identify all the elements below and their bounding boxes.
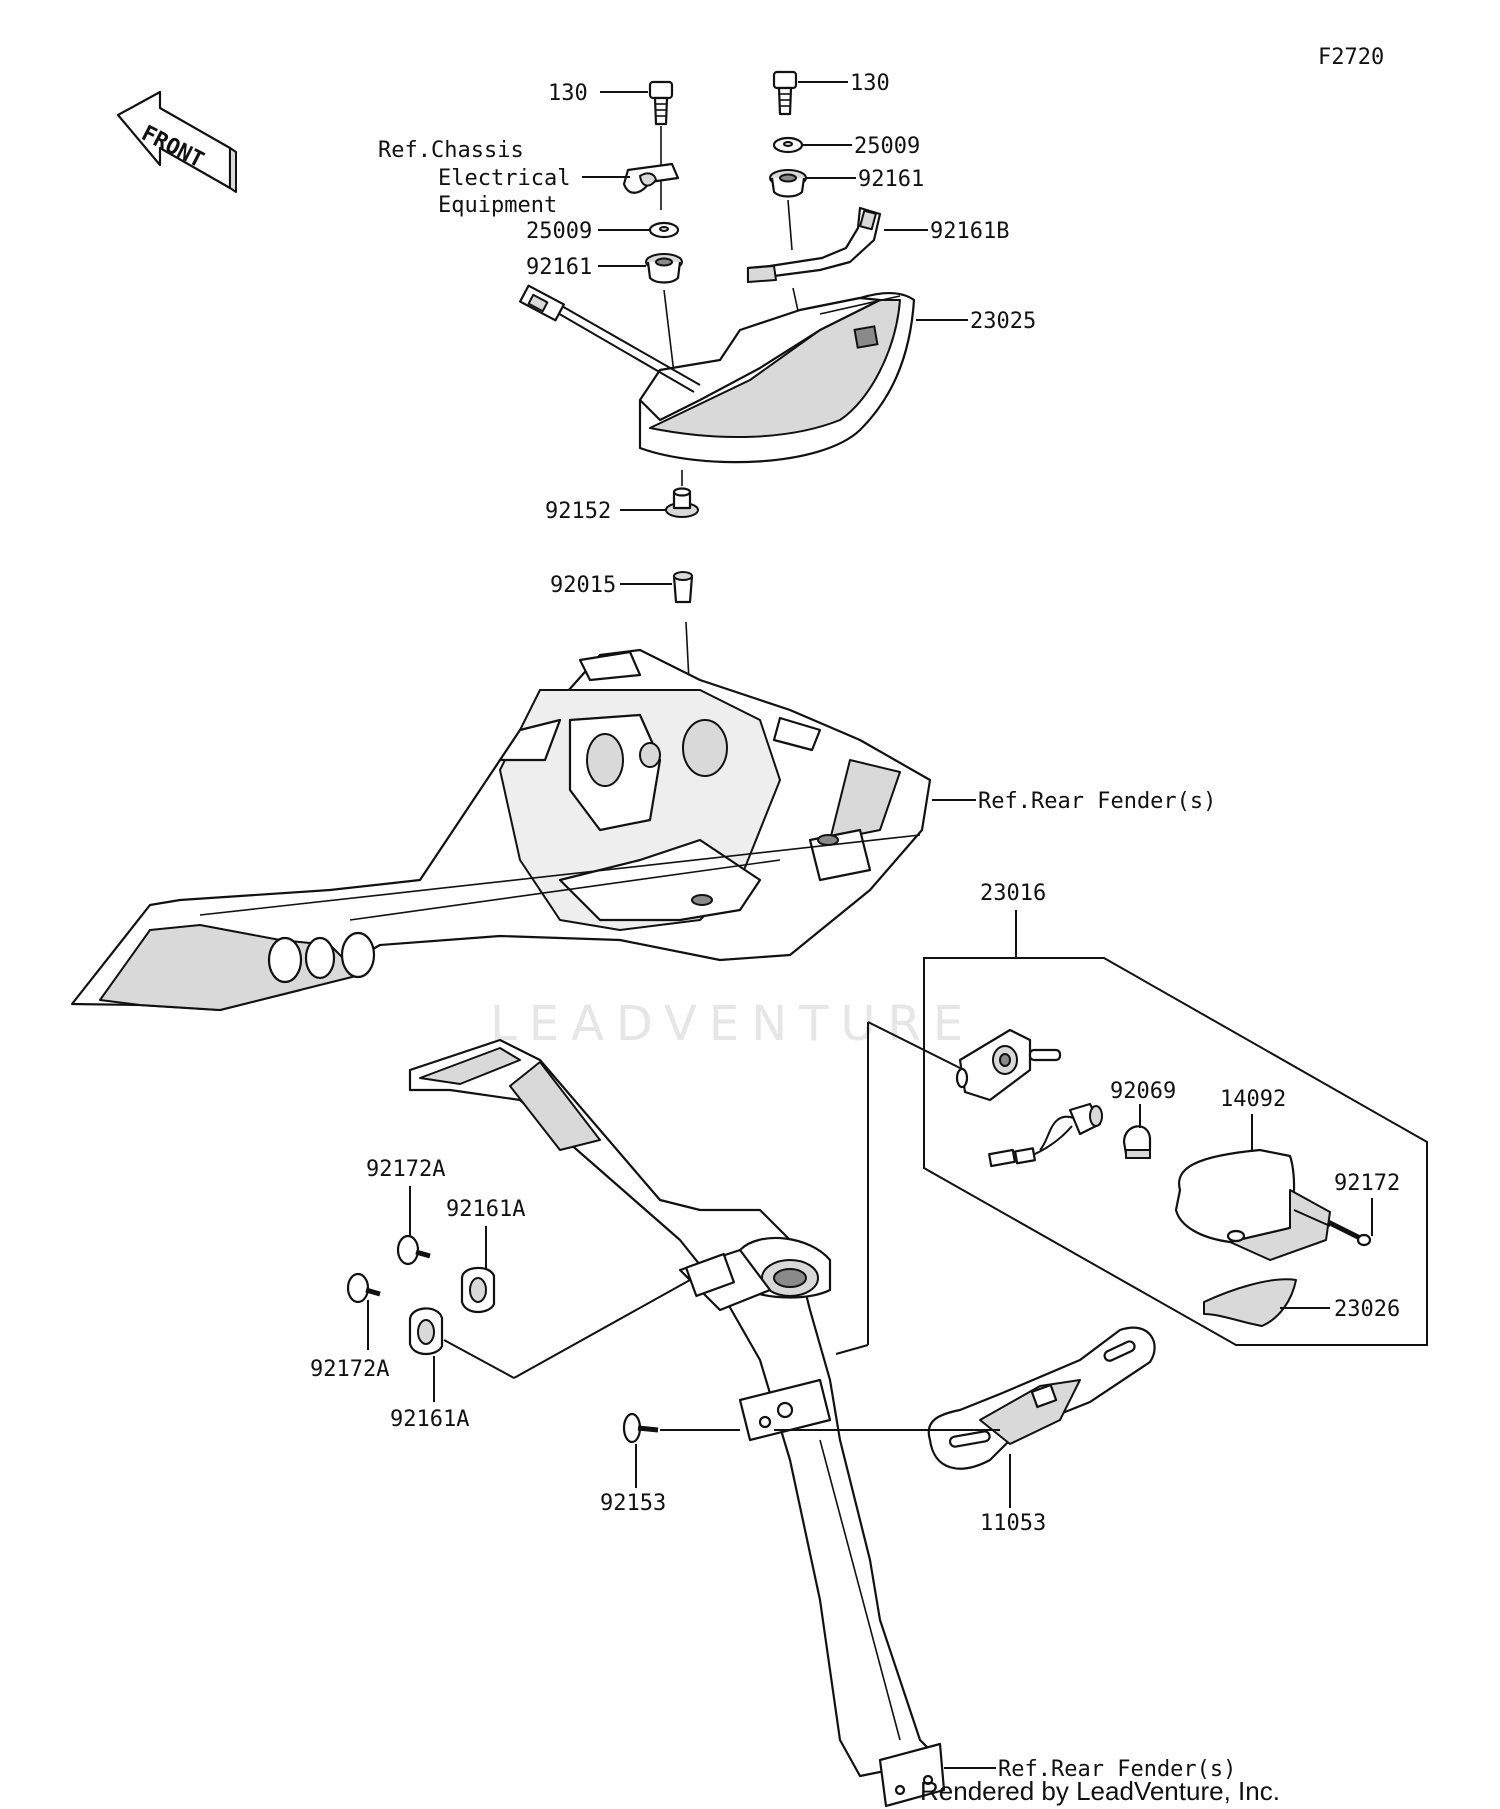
grommet-92161-right[interactable] — [769, 169, 807, 198]
label-grommet-92161A-top: 92161A — [446, 1197, 525, 1222]
rear-fender-cowl — [70, 648, 932, 1012]
ref-chassis-clamp — [622, 162, 680, 194]
label-screw-92172: 92172 — [1334, 1171, 1400, 1196]
license-bracket-stay — [408, 1038, 946, 1808]
label-ref-rear-fender-bottom: Ref.Rear Fender(s) — [998, 1757, 1236, 1782]
credit-text: Rendered by LeadVenture, Inc. — [920, 1776, 1280, 1806]
lamp-socket-housing[interactable] — [955, 1028, 1062, 1102]
label-bolt-92153: 92153 — [600, 1491, 666, 1516]
collar-92015[interactable] — [672, 571, 694, 604]
bracket-11053[interactable] — [927, 1326, 1156, 1470]
label-grommet-92161B: 92161B — [930, 219, 1009, 244]
label-screw-92172A-bottom: 92172A — [310, 1357, 389, 1382]
collar-92152[interactable] — [665, 487, 699, 518]
label-grommet-92161-right: 92161 — [858, 167, 924, 192]
grommet-92161-left[interactable] — [645, 253, 683, 284]
grommet-92161B[interactable] — [746, 206, 882, 283]
label-screw-92172A-top: 92172A — [366, 1157, 445, 1182]
label-bolt-130-left: 130 — [548, 81, 588, 106]
bolt-130-left[interactable] — [648, 80, 674, 126]
label-bolt-130-right: 130 — [850, 71, 890, 96]
label-ref-rear-fender-top: Ref.Rear Fender(s) — [978, 789, 1216, 814]
label-lens-23026: 23026 — [1334, 1297, 1400, 1322]
label-license-lamp-23016: 23016 — [980, 881, 1046, 906]
lens-14092[interactable] — [1174, 1148, 1331, 1261]
watermark-text: LEADVENTURE — [490, 996, 975, 1052]
label-washer-25009-right: 25009 — [854, 134, 920, 159]
label-collar-92152: 92152 — [545, 499, 611, 524]
bulb-92069[interactable] — [1122, 1125, 1152, 1159]
label-washer-25009-left: 25009 — [526, 219, 592, 244]
label-lens-14092: 14092 — [1220, 1087, 1286, 1112]
label-grommet-92161A-bottom: 92161A — [390, 1407, 469, 1432]
grommet-92161A-bottom[interactable] — [408, 1307, 444, 1356]
label-tail-lamp-23025: 23025 — [970, 309, 1036, 334]
lamp-socket-wires[interactable] — [988, 1102, 1103, 1168]
label-collar-92015: 92015 — [550, 573, 616, 598]
screw-92172A-top[interactable] — [396, 1234, 431, 1266]
screw-92172A-bottom[interactable] — [346, 1272, 381, 1304]
bolt-92153[interactable] — [622, 1412, 659, 1444]
label-bulb-92069: 92069 — [1110, 1079, 1176, 1104]
label-ref-chassis-2: Electrical — [438, 166, 570, 191]
label-ref-chassis-1: Ref.Chassis — [378, 138, 524, 163]
figure-code: F2720 — [1318, 45, 1384, 70]
bolt-130-right[interactable] — [772, 70, 798, 116]
label-ref-chassis-3: Equipment — [438, 193, 557, 218]
screw-92172[interactable] — [1326, 1219, 1372, 1247]
lens-23026[interactable] — [1203, 1278, 1297, 1327]
front-arrow-icon: FRONT — [116, 90, 237, 193]
label-grommet-92161-left: 92161 — [526, 255, 592, 280]
label-bracket-11053: 11053 — [980, 1511, 1046, 1536]
grommet-92161A-top[interactable] — [460, 1266, 496, 1314]
tail-lamp-23025[interactable] — [519, 284, 916, 464]
license-lamp-kit-box — [923, 957, 1428, 1346]
